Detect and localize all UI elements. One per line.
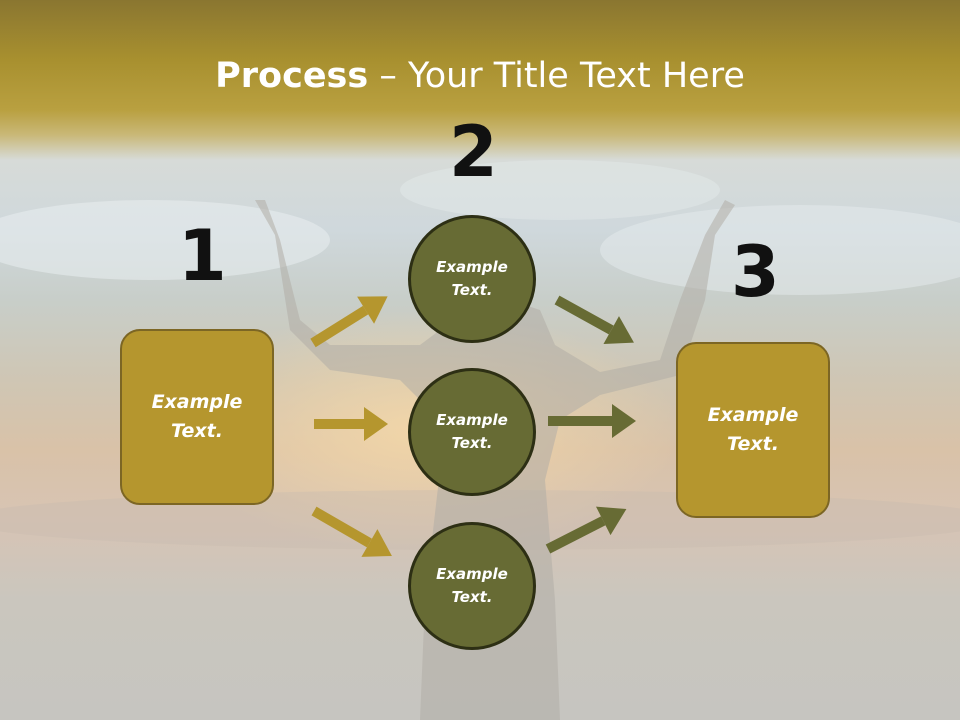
title-strong: Process bbox=[215, 56, 369, 96]
circle-middle-line2: Text. bbox=[451, 434, 493, 452]
left-box-line2: Text. bbox=[171, 420, 223, 442]
right-box-line1: Example bbox=[707, 404, 799, 426]
step-number-3: 3 bbox=[731, 231, 780, 313]
title-rest: – Your Title Text Here bbox=[368, 56, 745, 96]
arrow-left-bottom bbox=[311, 506, 392, 557]
arrow-left-top bbox=[310, 296, 388, 348]
step-number-1: 1 bbox=[178, 215, 227, 297]
circle-top-line1: Example bbox=[436, 258, 508, 276]
page-title: Process – Your Title Text Here bbox=[0, 52, 960, 100]
circle-bottom-line1: Example bbox=[436, 565, 508, 583]
arrow-right-top bbox=[554, 295, 634, 345]
arrow-right-bottom bbox=[545, 506, 627, 554]
circle-bottom-line2: Text. bbox=[451, 588, 493, 606]
arrow-right-middle bbox=[548, 404, 636, 438]
left-box-line1: Example bbox=[151, 391, 243, 413]
olive-arrows bbox=[545, 295, 636, 554]
circle-top-line2: Text. bbox=[451, 281, 493, 299]
step-number-2: 2 bbox=[449, 111, 498, 193]
gold-arrows bbox=[310, 296, 392, 557]
arrow-left-middle bbox=[314, 407, 388, 441]
right-box-line2: Text. bbox=[727, 433, 779, 455]
circle-middle-line1: Example bbox=[436, 411, 508, 429]
